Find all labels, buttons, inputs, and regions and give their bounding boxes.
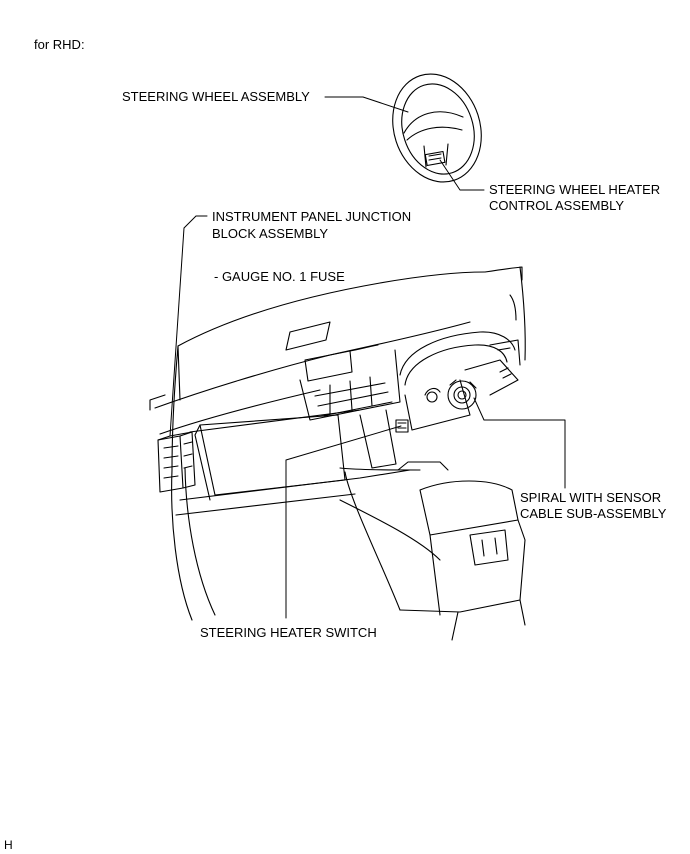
label-heater-switch: STEERING HEATER SWITCH bbox=[200, 625, 377, 640]
dashboard-drawing bbox=[149, 266, 526, 641]
footer-code: H bbox=[4, 838, 13, 852]
label-steering-wheel: STEERING WHEEL ASSEMBLY bbox=[122, 89, 310, 104]
label-fuse: - GAUGE NO. 1 FUSE bbox=[214, 269, 345, 284]
label-junction-block-line1: INSTRUMENT PANEL JUNCTION bbox=[212, 209, 412, 224]
heater-switch-drawing bbox=[395, 419, 409, 433]
label-spiral-line2: CABLE SUB-ASSEMBLY bbox=[520, 506, 667, 521]
header-note: for RHD: bbox=[34, 37, 85, 52]
steering-wheel-drawing bbox=[392, 73, 482, 183]
label-heater-control-line1: STEERING WHEEL HEATER bbox=[489, 182, 661, 197]
leader-lines bbox=[169, 96, 566, 619]
label-junction-block-line2: BLOCK ASSEMBLY bbox=[212, 226, 329, 241]
label-heater-control-line2: CONTROL ASSEMBLY bbox=[489, 198, 625, 213]
spiral-cable-drawing bbox=[447, 379, 477, 410]
label-spiral-line1: SPIRAL WITH SENSOR bbox=[520, 490, 662, 505]
junction-block-drawing bbox=[157, 431, 196, 493]
